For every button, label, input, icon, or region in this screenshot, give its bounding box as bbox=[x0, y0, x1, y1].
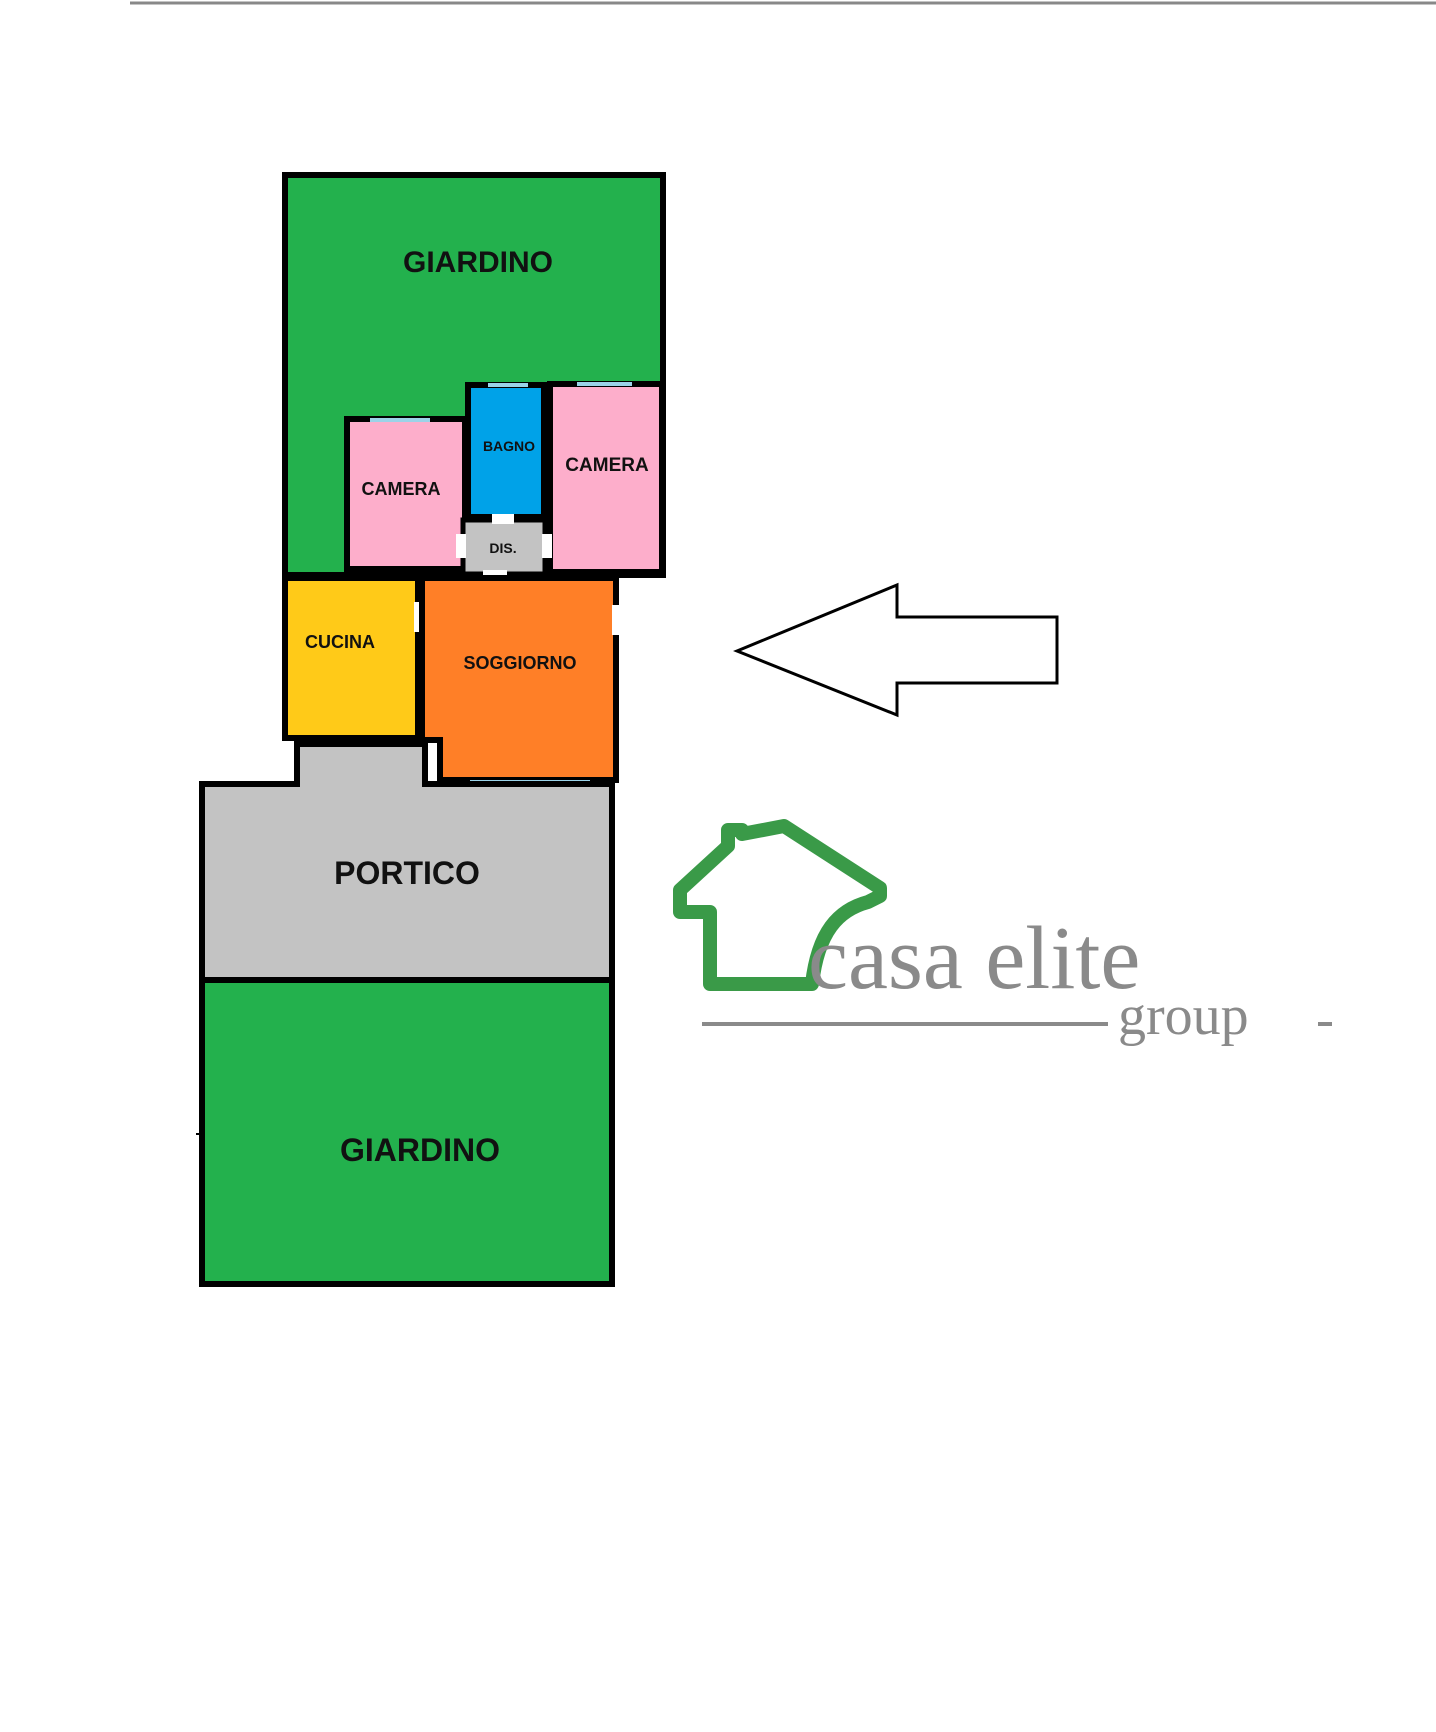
door-opening bbox=[612, 605, 622, 635]
soggiorno-area bbox=[419, 575, 619, 783]
cucina-area bbox=[282, 575, 421, 741]
door-opening bbox=[456, 534, 466, 558]
disimpegno-label: DIS. bbox=[489, 540, 516, 556]
door-opening bbox=[542, 534, 552, 558]
camera-right-label: CAMERA bbox=[565, 455, 649, 476]
house-outline-icon bbox=[673, 819, 887, 991]
camera-right-area bbox=[547, 381, 665, 575]
brand-sub-text: group bbox=[1118, 985, 1249, 1047]
soggiorno-label: SOGGIORNO bbox=[463, 653, 576, 673]
floor-plan: GIARDINO CAMERA BAGNO CAMERA DIS. CUCINA… bbox=[196, 172, 666, 1287]
cucina-label: CUCINA bbox=[305, 632, 375, 652]
brand-logo: casa elite group bbox=[673, 819, 1332, 1047]
portico-label: PORTICO bbox=[334, 855, 480, 891]
giardino-south-area bbox=[199, 977, 615, 1287]
camera-left-label: CAMERA bbox=[362, 479, 441, 499]
bagno-label: BAGNO bbox=[483, 438, 535, 454]
left-arrow-icon bbox=[733, 582, 1059, 718]
giardino-north-label: GIARDINO bbox=[403, 246, 553, 279]
camera-left-area bbox=[344, 416, 468, 572]
brand-main-text: casa elite bbox=[808, 909, 1140, 1008]
bagno-area bbox=[465, 382, 547, 520]
door-opening bbox=[492, 514, 514, 524]
giardino-south-label: GIARDINO bbox=[340, 1132, 500, 1168]
